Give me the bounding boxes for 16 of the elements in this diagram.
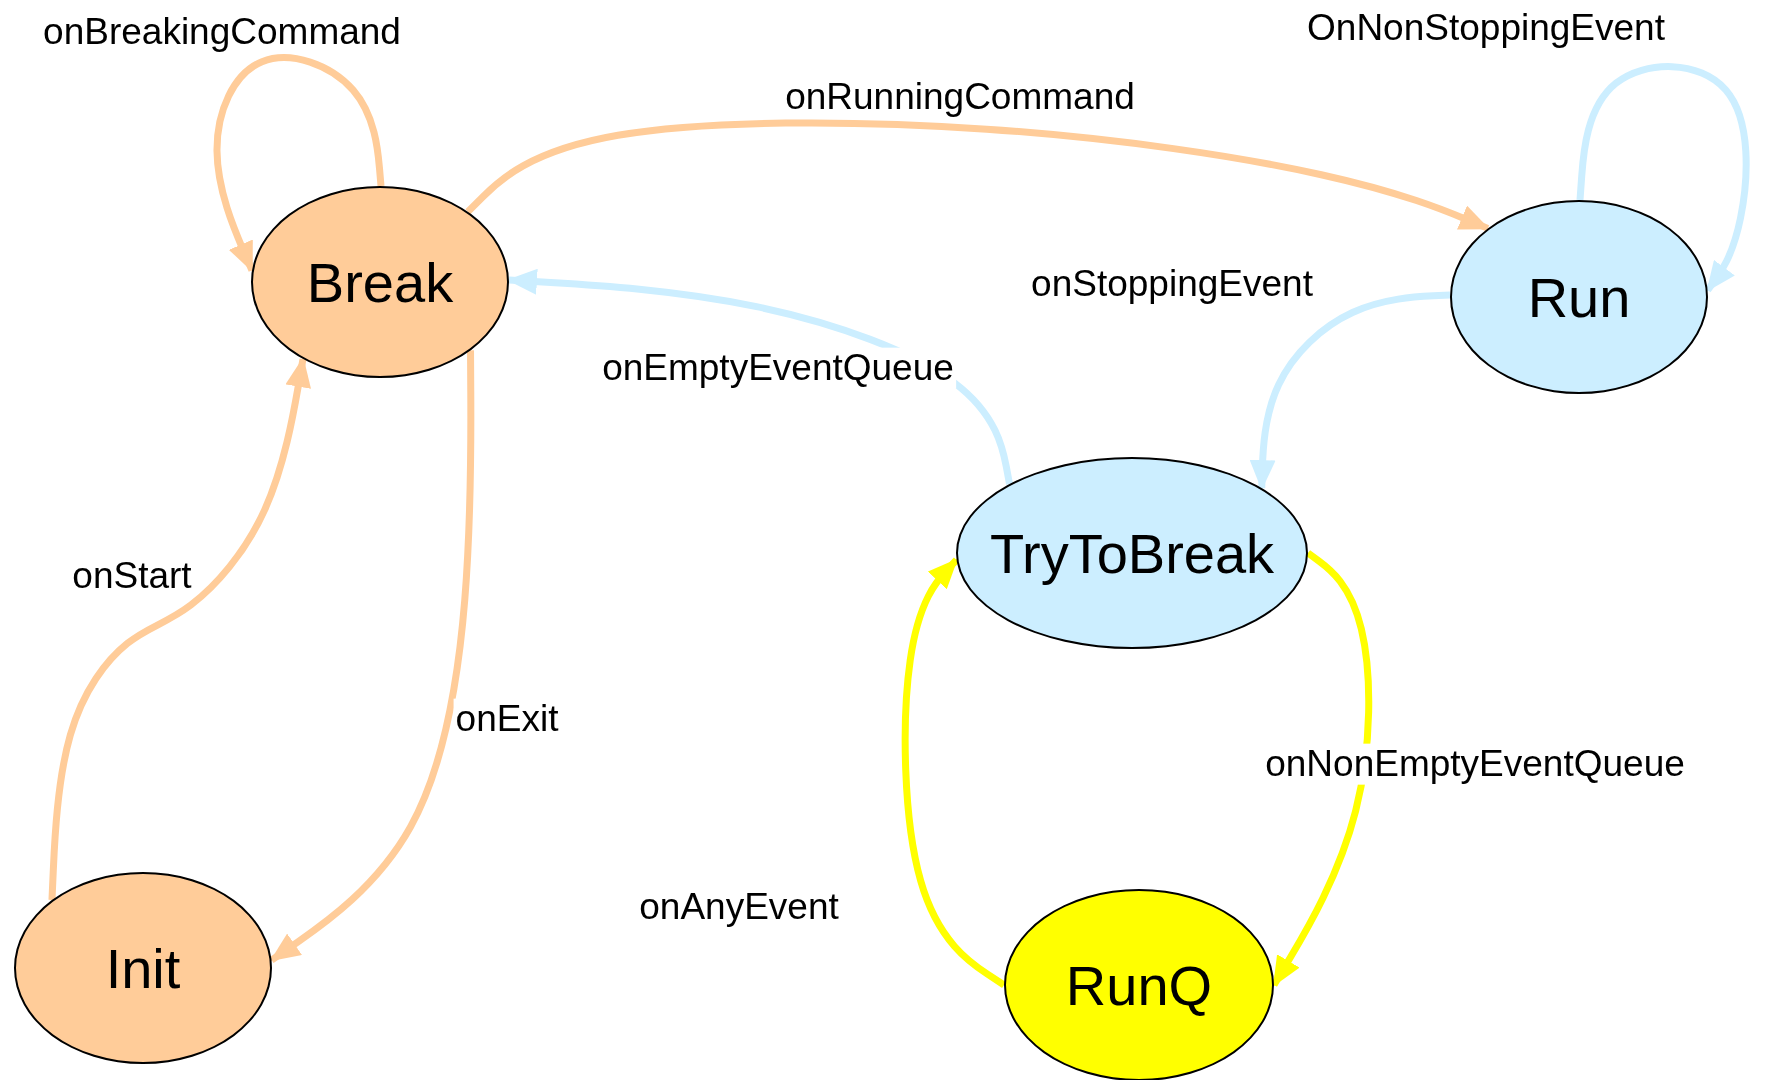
transition-arrow — [465, 119, 1490, 232]
transition-arrow — [1271, 550, 1373, 987]
transition-arrow — [507, 268, 1013, 485]
transition-arrow — [48, 357, 311, 901]
transition-arrow — [1576, 63, 1750, 293]
transition-arrow — [269, 350, 475, 964]
state-name: Break — [306, 249, 454, 315]
state-name: TryToBreak — [989, 520, 1275, 586]
state-name: RunQ — [1065, 952, 1213, 1018]
edge-label: onNonEmptyEventQueue — [1263, 743, 1687, 785]
state-name: Init — [105, 935, 181, 1001]
transition-arrow — [901, 557, 1006, 988]
transition-arrow — [1249, 291, 1451, 491]
edge-label: onEmptyEventQueue — [600, 347, 956, 389]
state-name: Run — [1527, 264, 1631, 330]
transition-arrow — [213, 54, 385, 273]
